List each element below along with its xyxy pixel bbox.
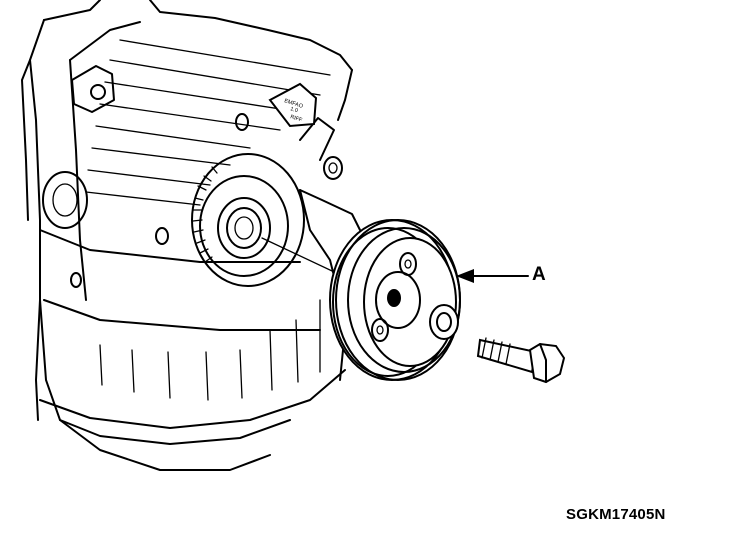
top-bolt [299, 117, 343, 180]
crankshaft-pulley [329, 219, 461, 381]
svg-text:1.0: 1.0 [289, 106, 298, 114]
stamp-label: EMFAO 1.0 RIFF [268, 82, 318, 128]
timing-sprocket [191, 153, 305, 287]
washer [429, 304, 459, 340]
figure-code: SGKM17405N [566, 506, 666, 523]
callout-arrow [456, 269, 529, 283]
engine-block [21, 0, 361, 471]
svg-text:RIFF: RIFF [289, 114, 303, 124]
svg-text:EMFAO: EMFAO [283, 98, 304, 110]
pulley-bolt [476, 337, 566, 384]
callout-label-a: A [532, 264, 546, 285]
